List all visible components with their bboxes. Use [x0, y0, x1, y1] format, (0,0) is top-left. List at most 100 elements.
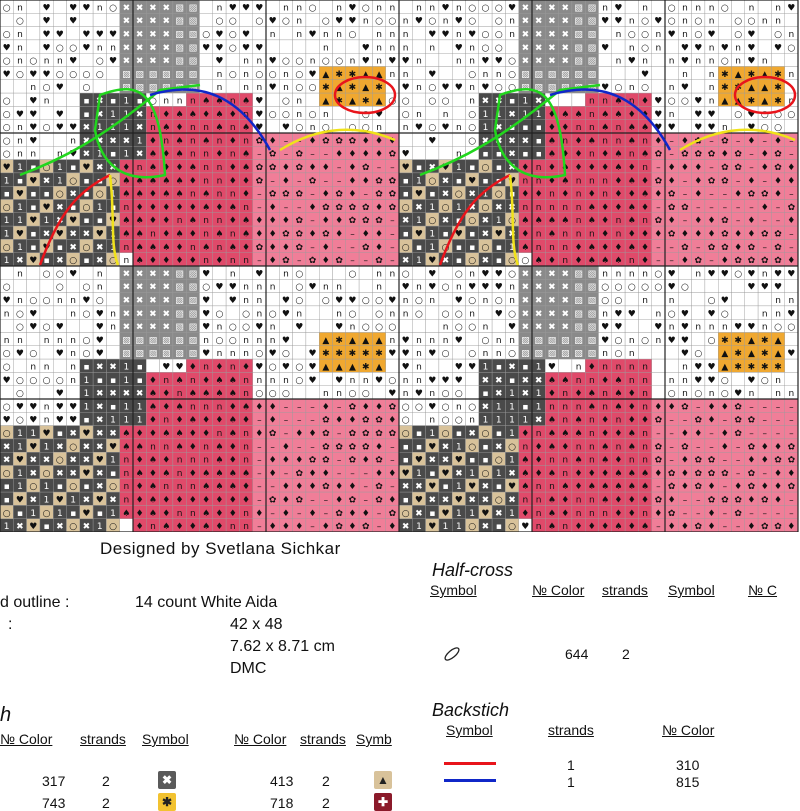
- svg-text:✖: ✖: [548, 17, 556, 27]
- svg-text:○: ○: [428, 123, 436, 133]
- svg-text:▧: ▧: [135, 349, 144, 359]
- svg-text:▪: ▪: [403, 495, 409, 505]
- svg-text:▨: ▨: [189, 296, 198, 306]
- svg-text:○: ○: [428, 176, 436, 186]
- svg-text:♦: ♦: [202, 416, 210, 426]
- svg-text:▧: ▧: [162, 336, 171, 346]
- svg-text:♦: ♦: [375, 243, 383, 253]
- svg-text:▧: ▧: [175, 269, 184, 279]
- svg-text:n: n: [17, 43, 23, 53]
- svg-text:–: –: [310, 495, 315, 505]
- svg-text:n: n: [682, 17, 688, 27]
- svg-text:▧: ▧: [122, 70, 131, 80]
- svg-text:✖: ✖: [162, 323, 170, 333]
- svg-text:✿: ✿: [349, 429, 357, 439]
- svg-text:○: ○: [601, 283, 609, 293]
- svg-text:♥: ♥: [69, 216, 77, 226]
- svg-text:▧: ▧: [189, 309, 198, 319]
- svg-text:♥: ♥: [269, 17, 277, 27]
- svg-text:♥: ♥: [96, 30, 104, 40]
- svg-text:n: n: [655, 309, 661, 319]
- svg-text:✖: ✖: [136, 3, 144, 13]
- svg-text:–: –: [257, 456, 262, 466]
- svg-text:○: ○: [69, 70, 77, 80]
- svg-text:♠: ♠: [575, 110, 583, 120]
- svg-text:♦: ♦: [628, 416, 636, 426]
- svg-text:♥: ♥: [109, 30, 117, 40]
- svg-text:♥: ♥: [774, 283, 782, 293]
- svg-text:n: n: [403, 389, 409, 399]
- svg-text:n: n: [190, 150, 196, 160]
- svg-text:○: ○: [3, 283, 11, 293]
- svg-text:✱: ✱: [335, 349, 343, 359]
- svg-text:n: n: [642, 429, 648, 439]
- svg-text:○: ○: [83, 70, 91, 80]
- svg-text:♠: ♠: [242, 469, 250, 479]
- svg-text:n: n: [203, 336, 209, 346]
- svg-text:▧: ▧: [122, 336, 131, 346]
- svg-text:–: –: [364, 495, 369, 505]
- svg-text:♠: ♠: [215, 229, 223, 239]
- svg-text:✿: ✿: [788, 482, 796, 492]
- svg-text:▧: ▧: [534, 349, 543, 359]
- svg-text:n: n: [17, 3, 23, 13]
- svg-text:✱: ✱: [774, 362, 782, 372]
- svg-text:–: –: [257, 150, 262, 160]
- svg-text:n: n: [44, 362, 50, 372]
- svg-text:▧: ▧: [175, 323, 184, 333]
- svg-text:✱: ✱: [761, 336, 769, 346]
- svg-text:✖: ✖: [535, 376, 543, 386]
- svg-text:1: 1: [84, 376, 90, 386]
- svg-text:♦: ♦: [747, 176, 755, 186]
- svg-text:✖: ✖: [56, 522, 64, 532]
- svg-text:n: n: [336, 309, 342, 319]
- svg-text:♥: ♥: [348, 3, 356, 13]
- svg-text:○: ○: [322, 296, 330, 306]
- svg-text:♥: ♥: [82, 296, 90, 306]
- svg-text:n: n: [602, 176, 608, 186]
- svg-text:–: –: [709, 442, 714, 452]
- svg-text:✿: ✿: [788, 456, 796, 466]
- svg-text:✖: ✖: [522, 136, 530, 146]
- svg-text:n: n: [203, 456, 209, 466]
- svg-text:–: –: [297, 256, 302, 266]
- svg-text:n: n: [389, 43, 395, 53]
- svg-text:n: n: [536, 229, 542, 239]
- svg-text:○: ○: [295, 362, 303, 372]
- svg-text:n: n: [682, 30, 688, 40]
- svg-text:♦: ♦: [176, 123, 184, 133]
- svg-text:○: ○: [694, 17, 702, 27]
- svg-text:✿: ✿: [694, 416, 702, 426]
- svg-text:○: ○: [721, 309, 729, 319]
- svg-text:♠: ♠: [215, 389, 223, 399]
- svg-text:n: n: [788, 30, 794, 40]
- svg-text:–: –: [669, 456, 674, 466]
- svg-text:n: n: [749, 389, 755, 399]
- svg-text:♥: ♥: [69, 123, 77, 133]
- svg-text:♦: ♦: [641, 176, 649, 186]
- svg-text:○: ○: [734, 17, 742, 27]
- svg-text:✖: ✖: [149, 17, 157, 27]
- svg-text:♦: ♦: [162, 229, 170, 239]
- svg-text:○: ○: [508, 269, 516, 279]
- svg-text:✖: ✖: [149, 43, 157, 53]
- svg-text:♦: ♦: [588, 190, 596, 200]
- svg-text:○: ○: [149, 96, 157, 106]
- stitch-count: 42 x 48: [230, 616, 283, 633]
- svg-text:✖: ✖: [402, 256, 410, 266]
- svg-text:n: n: [429, 336, 435, 346]
- svg-text:✖: ✖: [136, 123, 144, 133]
- svg-text:▨: ▨: [189, 336, 198, 346]
- svg-text:♥: ♥: [388, 57, 396, 67]
- svg-text:♥: ♥: [16, 402, 24, 412]
- svg-text:♦: ♦: [202, 376, 210, 386]
- svg-text:▪: ▪: [70, 163, 76, 173]
- svg-text:–: –: [709, 136, 714, 146]
- svg-text:n: n: [589, 456, 595, 466]
- svg-text:✿: ✿: [375, 190, 383, 200]
- svg-text:✖: ✖: [548, 283, 556, 293]
- svg-text:♠: ♠: [614, 482, 622, 492]
- svg-text:1: 1: [44, 216, 50, 226]
- svg-text:♥: ♥: [56, 123, 64, 133]
- svg-text:–: –: [390, 442, 395, 452]
